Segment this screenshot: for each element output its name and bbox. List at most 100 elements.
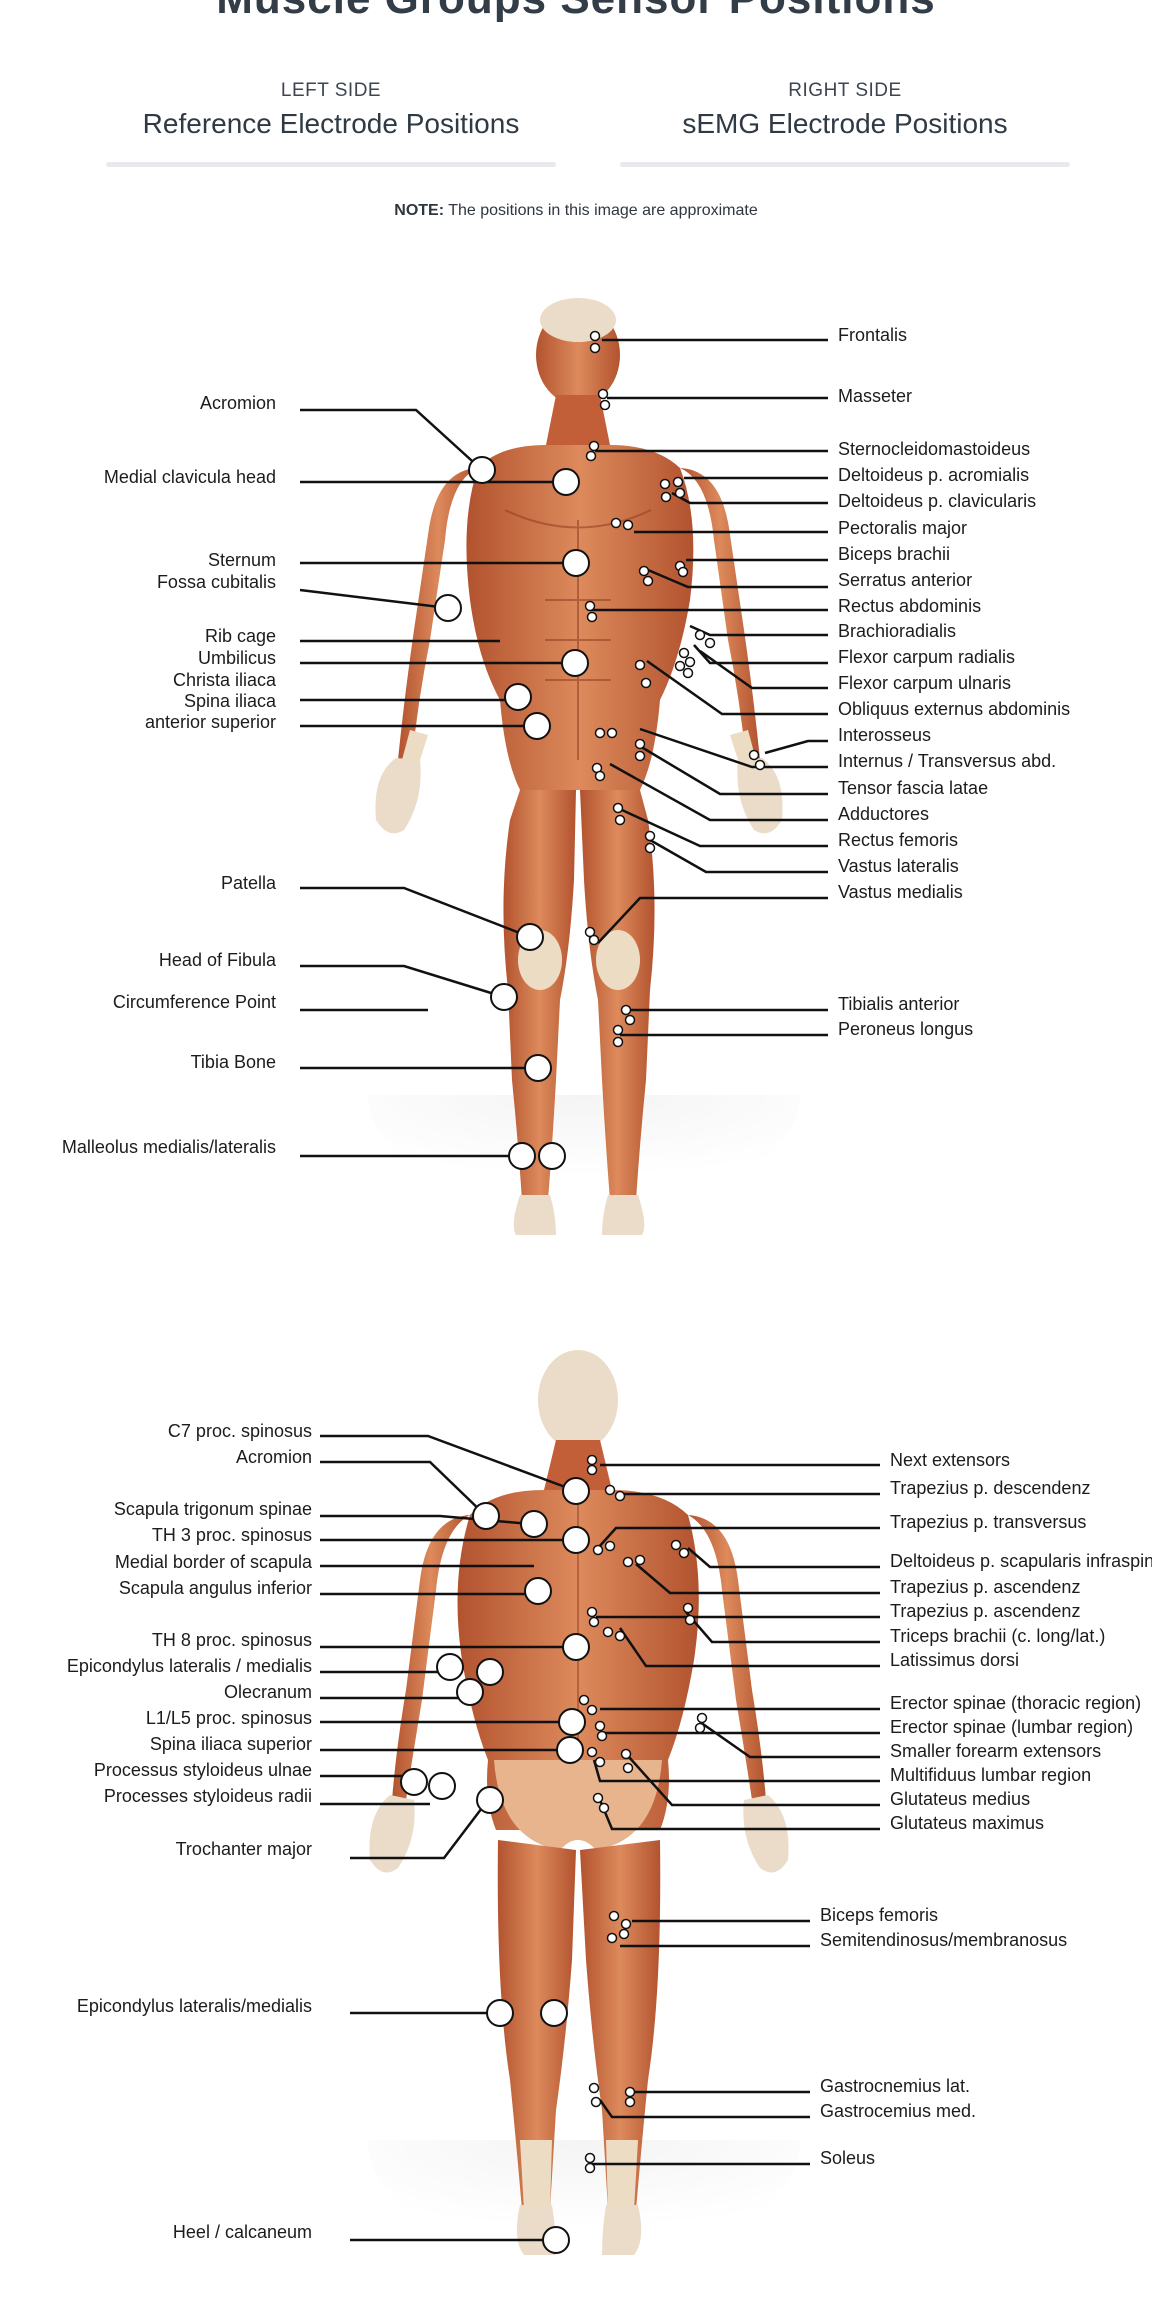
front-semg-leader-interosseus xyxy=(765,741,828,753)
back-ref-label-spina-iliaca-superior: Spina iliaca superior xyxy=(150,1734,312,1754)
back-reference-electrode-c7-proc-spinosus xyxy=(563,1478,589,1504)
back-reference-electrode-olecranum xyxy=(457,1679,483,1705)
front-semg-label-vastus-lateralis: Vastus lateralis xyxy=(838,856,959,876)
back-semg-electrode-smaller-forearm-extensors-1 xyxy=(698,1714,707,1723)
front-semg-electrode-flexor-carpum-ulnaris-2 xyxy=(684,669,693,678)
back-ref-label-olecranum: Olecranum xyxy=(224,1682,312,1702)
back-semg-electrode-soleus-2 xyxy=(586,2164,595,2173)
front-reference-electrode-head-of-fibula xyxy=(491,984,517,1010)
back-ref-leader-acromion xyxy=(320,1462,486,1516)
back-ref-label-medial-border-of-scapula: Medial border of scapula xyxy=(115,1552,313,1572)
front-semg-label-interosseus: Interosseus xyxy=(838,725,931,745)
back-ref-label-processus-styloideus-ulnae: Processus styloideus ulnae xyxy=(94,1760,312,1780)
front-ref-label-spina-iliaca: Spina iliaca xyxy=(184,691,277,711)
back-reference-electrode-epicondylus-lateralis-medialis xyxy=(487,2000,513,2026)
back-reference-electrode-scapula-trigonum-spinae xyxy=(521,1511,547,1537)
back-ref-label-scapula-angulus-inferior: Scapula angulus inferior xyxy=(119,1578,312,1598)
front-semg-electrode-deltoideus-p-clavicularis-1 xyxy=(662,493,671,502)
back-semg-electrode-triceps-brachii-c-long-lat-1 xyxy=(684,1604,693,1613)
front-semg-electrode-vastus-lateralis-1 xyxy=(646,832,655,841)
front-semg-electrode-obliquus-externus-abdominis-1 xyxy=(636,661,645,670)
front-ref-label-anterior-superior: anterior superior xyxy=(145,712,276,732)
back-ref-label-th-3-proc-spinosus: TH 3 proc. spinosus xyxy=(152,1525,312,1545)
back-semg-label-smaller-forearm-extensors: Smaller forearm extensors xyxy=(890,1741,1101,1761)
front-semg-electrode-flexor-carpum-ulnaris-1 xyxy=(676,662,685,671)
front-reference-electrode-malleolus-medialis-lateralis xyxy=(509,1143,535,1169)
front-semg-electrode-deltoideus-p-acromialis-2 xyxy=(674,478,683,487)
back-semg-electrode-trapezius-p-transversus-1 xyxy=(594,1546,603,1555)
back-ref-label-heel-calcaneum: Heel / calcaneum xyxy=(173,2222,312,2242)
front-semg-label-rectus-femoris: Rectus femoris xyxy=(838,830,958,850)
front-semg-electrode-flexor-carpum-radialis-1 xyxy=(680,649,689,658)
front-ref-label-malleolus-medialis-lateralis: Malleolus medialis/lateralis xyxy=(62,1137,276,1157)
back-semg-label-gastrocemius-med: Gastrocemius med. xyxy=(820,2101,976,2121)
front-semg-label-biceps-brachii: Biceps brachii xyxy=(838,544,950,564)
back-ref-label-c7-proc-spinosus: C7 proc. spinosus xyxy=(168,1421,312,1441)
back-semg-electrode-trapezius-p-descendenz-1 xyxy=(606,1486,615,1495)
back-semg-electrode-trapezius-p-ascendenz-1 xyxy=(624,1558,633,1567)
back-semg-label-trapezius-p-transversus: Trapezius p. transversus xyxy=(890,1512,1086,1532)
front-semg-electrode-rectus-femoris-2 xyxy=(616,816,625,825)
front-reference-electrode-umbilicus xyxy=(562,650,588,676)
back-semg-electrode-latissimus-dorsi-2 xyxy=(616,1632,625,1641)
back-semg-label-trapezius-p-ascendenz: Trapezius p. ascendenz xyxy=(890,1577,1080,1597)
back-semg-label-latissimus-dorsi: Latissimus dorsi xyxy=(890,1650,1019,1670)
front-semg-leader-tensor-fascia-latae xyxy=(638,745,828,794)
front-reference-electrode-acromion xyxy=(469,457,495,483)
back-ref-label-acromion: Acromion xyxy=(236,1447,312,1467)
back-semg-electrode-gastrocnemius-lat-1 xyxy=(590,2084,599,2093)
back-semg-electrode-next-extensors-1 xyxy=(588,1456,597,1465)
back-semg-electrode-gastrocemius-med-1 xyxy=(592,2098,601,2107)
back-semg-electrode-next-extensors-2 xyxy=(588,1466,597,1475)
back-reference-electrode-th-3-proc-spinosus xyxy=(563,1527,589,1553)
front-ref-label-fossa-cubitalis: Fossa cubitalis xyxy=(157,572,276,592)
front-reference-electrode-medial-clavicula-head xyxy=(553,469,579,495)
back-semg-electrode-trapezius-p-transversus-2 xyxy=(606,1542,615,1551)
back-semg-electrode-glutateus-maximus-2 xyxy=(600,1804,609,1813)
back-semg-electrode-biceps-femoris-1 xyxy=(610,1912,619,1921)
front-reference-electrode-malleolus-medialis-lateralis-2 xyxy=(539,1143,565,1169)
back-semg-electrode-deltoideus-p-scapularis-infraspinatus-2 xyxy=(680,1549,689,1558)
front-semg-label-sternocleidomastoideus: Sternocleidomastoideus xyxy=(838,439,1030,459)
back-reference-electrode-epicondylus-lateralis-medialis xyxy=(437,1654,463,1680)
front-semg-electrode-obliquus-externus-abdominis-2 xyxy=(642,679,651,688)
front-semg-electrode-rectus-abdominis-2 xyxy=(588,613,597,622)
back-ref-leader-c7-proc-spinosus xyxy=(320,1436,576,1491)
front-semg-electrode-frontalis-2 xyxy=(591,344,600,353)
back-semg-electrode-biceps-femoris-2 xyxy=(622,1920,631,1929)
front-semg-label-adductores: Adductores xyxy=(838,804,929,824)
back-semg-label-biceps-femoris: Biceps femoris xyxy=(820,1905,938,1925)
back-semg-electrode-latissimus-dorsi-1 xyxy=(604,1628,613,1637)
back-ref-label-trochanter-major: Trochanter major xyxy=(176,1839,312,1859)
front-semg-leader-flexor-carpum-ulnaris xyxy=(700,651,828,688)
back-semg-label-semitendinosus-membranosus: Semitendinosus/membranosus xyxy=(820,1930,1067,1950)
front-semg-electrode-vastus-lateralis-2 xyxy=(646,844,655,853)
back-semg-electrode-soleus-1 xyxy=(586,2154,595,2163)
back-ref-label-epicondylus-lateralis-medialis: Epicondylus lateralis/medialis xyxy=(77,1996,312,2016)
back-semg-electrode-trapezius-p-descendenz-2 xyxy=(616,1492,625,1501)
front-semg-label-flexor-carpum-ulnaris: Flexor carpum ulnaris xyxy=(838,673,1011,693)
back-semg-electrode-deltoideus-p-scapularis-infraspinatus-1 xyxy=(672,1541,681,1550)
back-semg-electrode-gastrocnemius-lat-2 xyxy=(626,2088,635,2097)
front-semg-electrode-peroneus-longus-2 xyxy=(614,1038,623,1047)
back-reference-electrode-processus-styloideus-ulnae xyxy=(401,1769,427,1795)
front-semg-label-frontalis: Frontalis xyxy=(838,325,907,345)
front-semg-label-peroneus-longus: Peroneus longus xyxy=(838,1019,973,1039)
back-semg-label-soleus: Soleus xyxy=(820,2148,875,2168)
back-ref-label-scapula-trigonum-spinae: Scapula trigonum spinae xyxy=(114,1499,312,1519)
back-semg-electrode-glutateus-medius-2 xyxy=(624,1764,633,1773)
front-semg-electrode-pectoralis-major-2 xyxy=(624,521,633,530)
front-semg-electrode-masseter-2 xyxy=(601,401,610,410)
front-reference-electrode-patella xyxy=(517,924,543,950)
back-reference-electrode-epicondylus-lateralis-medialis-2 xyxy=(477,1659,503,1685)
front-ref-label-sternum: Sternum xyxy=(208,550,276,570)
back-reference-electrode-l1-l5-proc-spinosus xyxy=(559,1709,585,1735)
front-semg-electrode-tensor-fascia-latae-1 xyxy=(636,740,645,749)
back-semg-label-next-extensors: Next extensors xyxy=(890,1450,1010,1470)
back-semg-electrode-semitendinosus-membranosus-1 xyxy=(608,1934,617,1943)
front-body-figure xyxy=(368,298,800,1235)
front-semg-electrode-biceps-brachii-2 xyxy=(679,568,688,577)
back-reference-electrode-scapula-angulus-inferior xyxy=(525,1578,551,1604)
front-semg-electrode-frontalis-1 xyxy=(591,332,600,341)
front-ref-label-medial-clavicula-head: Medial clavicula head xyxy=(104,467,276,487)
